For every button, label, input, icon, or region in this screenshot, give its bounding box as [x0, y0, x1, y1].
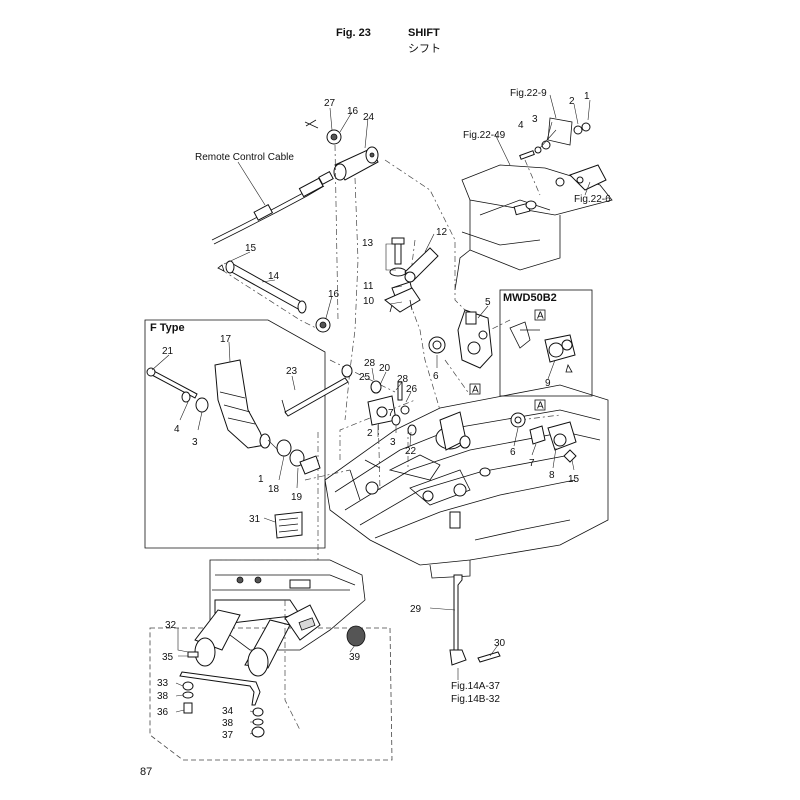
svg-text:1: 1: [584, 91, 590, 102]
svg-text:30: 30: [494, 638, 506, 649]
svg-text:3: 3: [192, 437, 198, 448]
svg-text:2: 2: [569, 96, 575, 107]
shift-lever: [428, 309, 493, 369]
part-number-callouts: 27 16 24 15 14 16 13 12 11 10 5 6 9 2 1 …: [157, 91, 590, 741]
svg-text:3: 3: [390, 437, 396, 448]
svg-text:4: 4: [518, 120, 524, 131]
svg-text:32: 32: [165, 620, 177, 631]
bolt-plate-group: [384, 237, 439, 313]
svg-text:37: 37: [222, 730, 234, 741]
svg-text:39: 39: [349, 652, 361, 663]
svg-text:24: 24: [363, 112, 375, 123]
svg-text:11: 11: [363, 281, 374, 292]
shift-rod: [217, 260, 307, 314]
remote-control-cable-label: Remote Control Cable: [195, 152, 294, 163]
svg-text:9: 9: [545, 378, 551, 389]
svg-text:34: 34: [222, 706, 234, 717]
mwd-box: MWD50B2: [499, 289, 593, 397]
f-type-label: F Type: [150, 322, 185, 334]
svg-text:A: A: [537, 401, 544, 412]
svg-text:13: 13: [362, 238, 374, 249]
svg-text:18: 18: [268, 484, 280, 495]
svg-text:16: 16: [328, 289, 340, 300]
page-title: SHIFT: [408, 27, 440, 39]
ref-fig14b-32: Fig.14B-32: [451, 694, 500, 705]
remote-control-cable: [211, 146, 379, 245]
svg-text:33: 33: [157, 678, 169, 689]
svg-text:6: 6: [433, 371, 439, 382]
page-title-japanese: シフト: [408, 43, 441, 55]
lower-unit: [194, 559, 366, 677]
engine-cover-upper: [454, 164, 613, 291]
svg-text:12: 12: [436, 227, 448, 238]
f-type-lever: [146, 359, 417, 475]
svg-text:7: 7: [529, 458, 535, 469]
svg-text:36: 36: [157, 707, 169, 718]
bracket-assembly: [324, 384, 609, 579]
svg-text:23: 23: [286, 366, 298, 377]
svg-text:17: 17: [220, 334, 232, 345]
svg-text:21: 21: [162, 346, 174, 357]
svg-text:27: 27: [324, 98, 336, 109]
svg-text:2: 2: [367, 428, 373, 439]
svg-text:15: 15: [245, 243, 257, 254]
svg-text:1: 1: [258, 474, 264, 485]
svg-text:5: 5: [485, 297, 491, 308]
ref-fig22-6: Fig.22-6: [574, 194, 611, 205]
f-type-box: F Type: [144, 319, 326, 549]
section-marker-a: A A A: [469, 309, 546, 412]
knob: [346, 625, 366, 647]
lower-linkage: [179, 651, 265, 738]
svg-text:6: 6: [510, 447, 516, 458]
svg-text:28: 28: [397, 374, 409, 385]
ref-fig22-49: Fig.22-49: [463, 130, 506, 141]
ref-fig22-9: Fig.22-9: [510, 88, 547, 99]
svg-text:38: 38: [157, 691, 169, 702]
mwd-shift-parts: [509, 321, 576, 373]
svg-text:14: 14: [268, 271, 280, 282]
svg-text:19: 19: [291, 492, 303, 503]
figure-label: Fig. 23: [336, 27, 371, 39]
right-shift-parts: [510, 412, 577, 463]
svg-text:25: 25: [359, 372, 371, 383]
shift-rod-lower: [449, 574, 501, 666]
svg-text:10: 10: [363, 296, 375, 307]
svg-text:29: 29: [410, 604, 422, 615]
ref-fig14a-37: Fig.14A-37: [451, 681, 500, 692]
upper-right-parts: [519, 117, 607, 191]
svg-text:3: 3: [532, 114, 538, 125]
mwd-model-label: MWD50B2: [503, 292, 557, 304]
svg-text:35: 35: [162, 652, 174, 663]
svg-text:38: 38: [222, 718, 234, 729]
svg-text:15: 15: [568, 474, 580, 485]
svg-text:28: 28: [364, 358, 376, 369]
svg-text:7: 7: [388, 408, 394, 419]
svg-text:4: 4: [174, 424, 180, 435]
svg-text:16: 16: [347, 106, 359, 117]
svg-text:22: 22: [405, 446, 417, 457]
svg-text:A: A: [537, 311, 544, 322]
svg-text:8: 8: [549, 470, 555, 481]
svg-text:26: 26: [406, 384, 418, 395]
svg-text:31: 31: [249, 514, 261, 525]
svg-text:A: A: [472, 385, 479, 396]
svg-text:20: 20: [379, 363, 391, 374]
page-number: 87: [140, 766, 153, 778]
